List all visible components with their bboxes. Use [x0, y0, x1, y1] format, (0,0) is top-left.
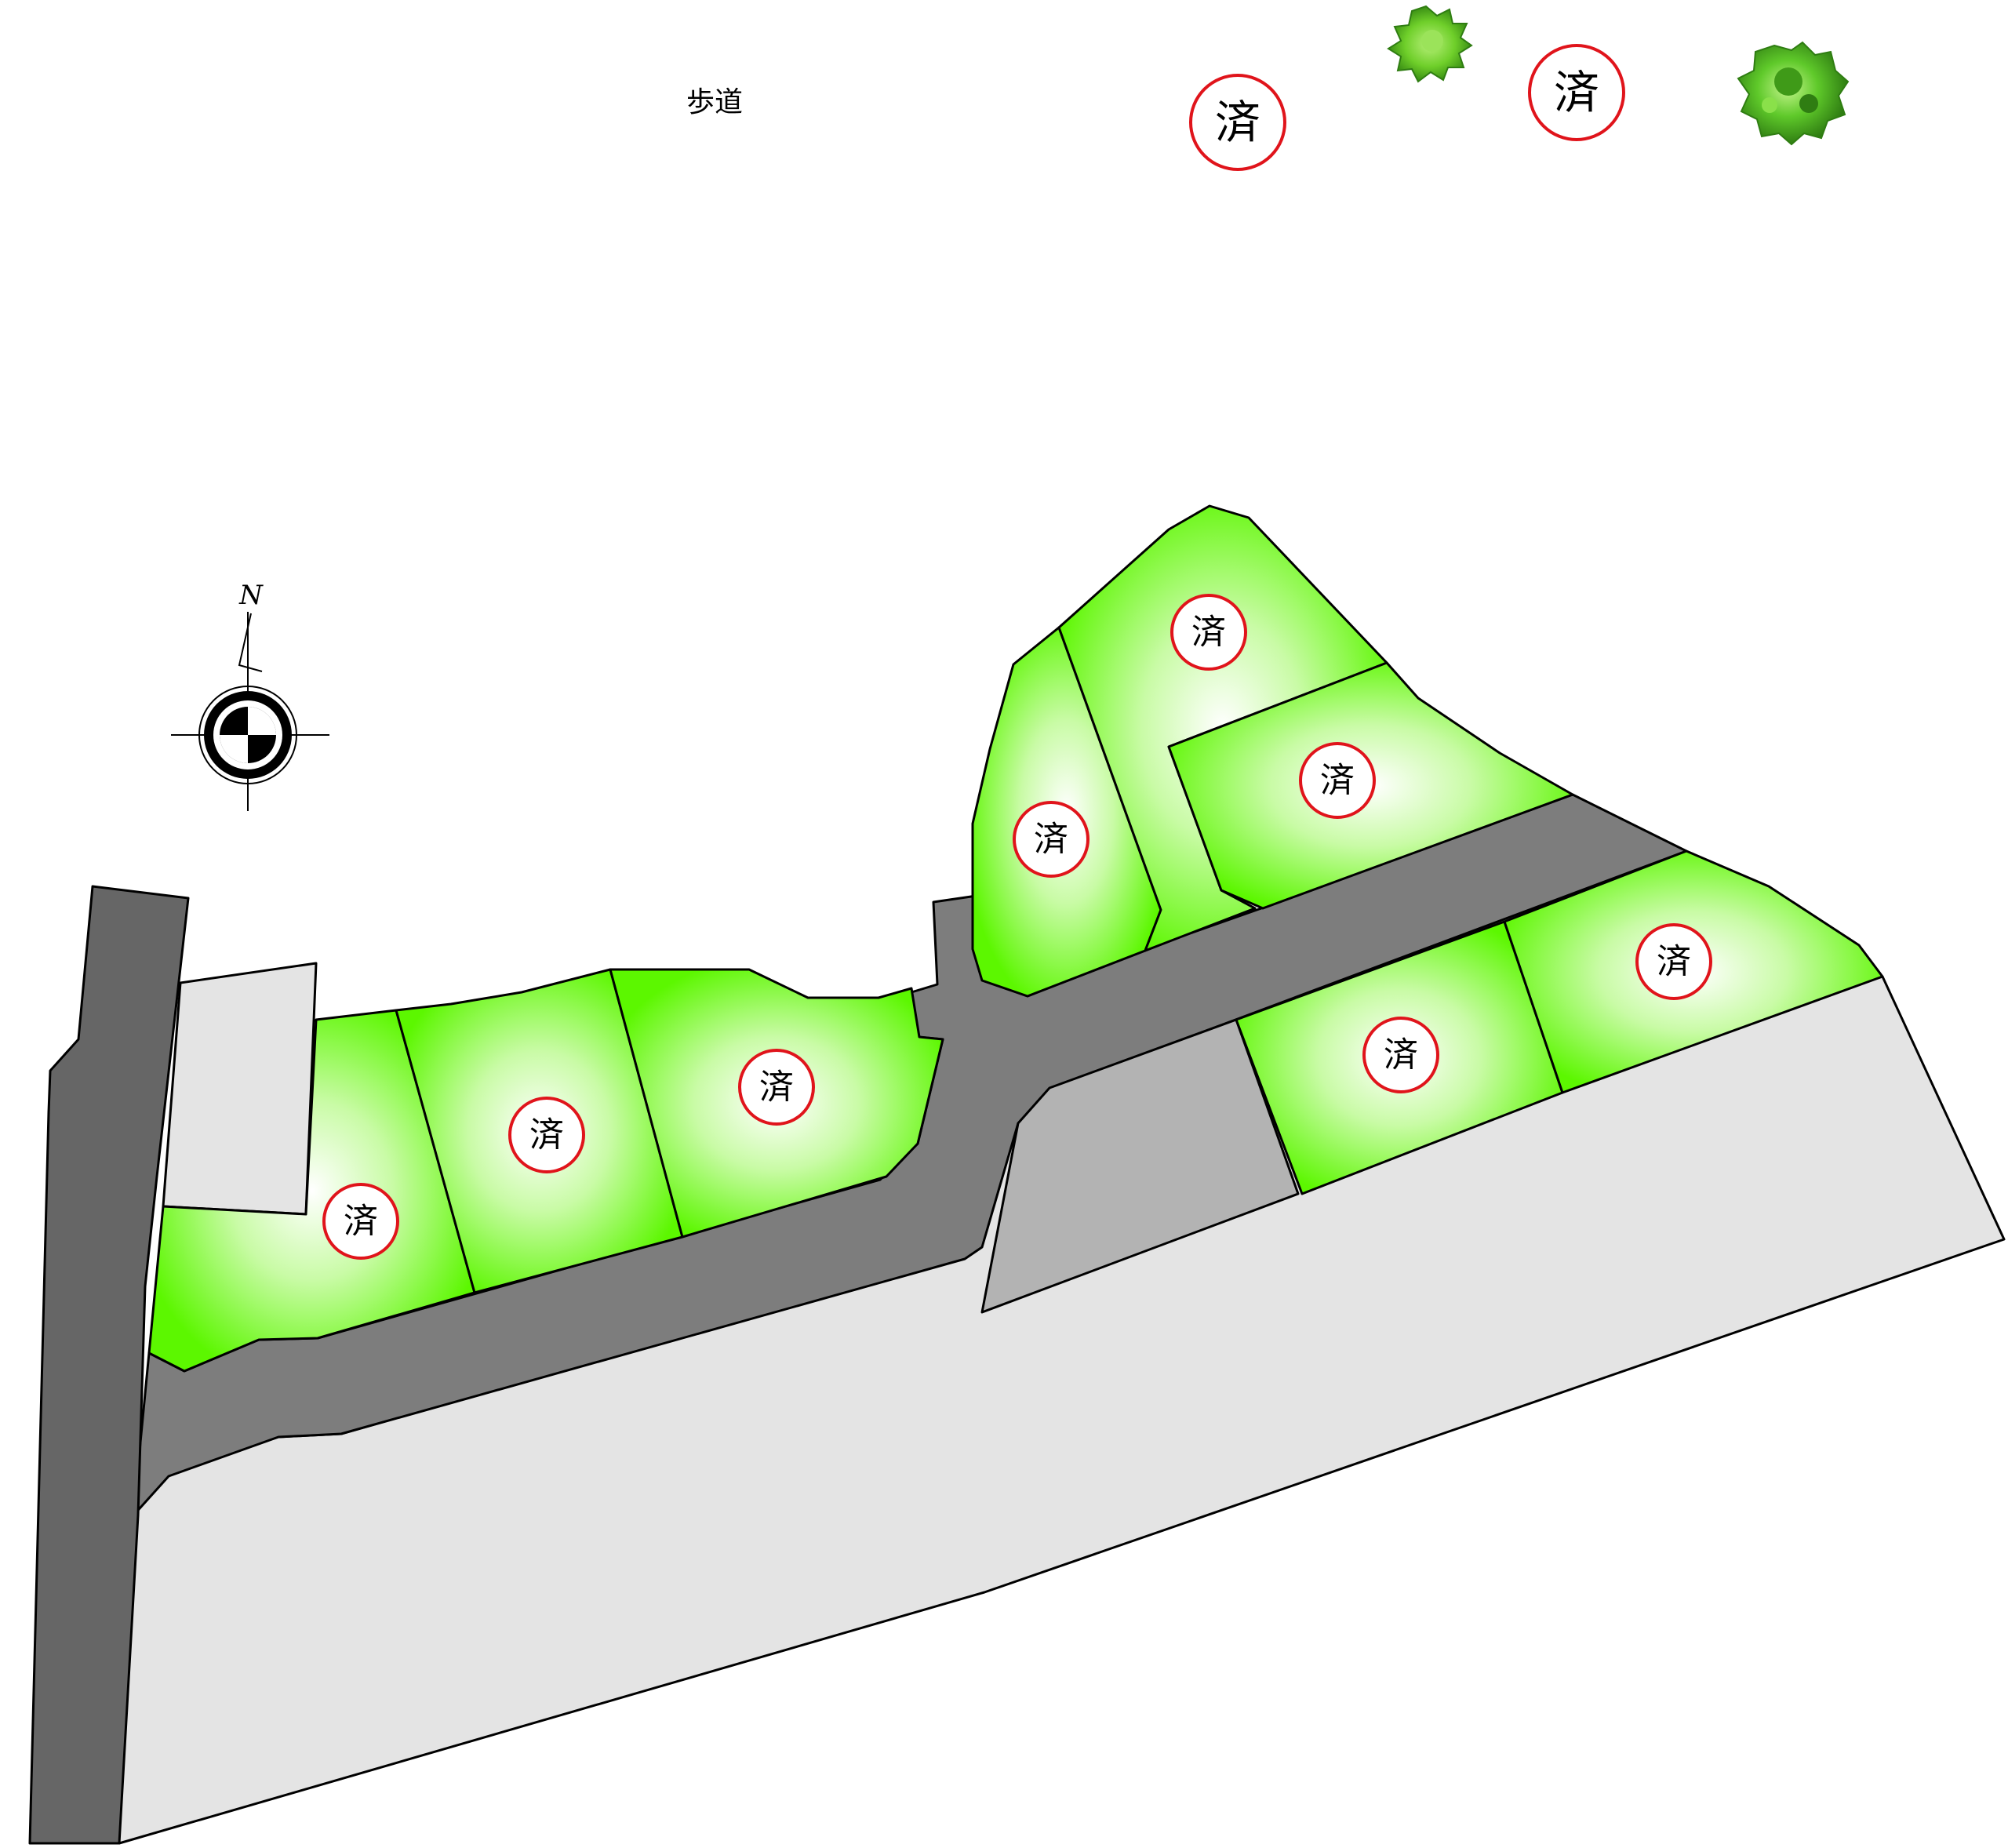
- sold-mark: 済: [1299, 742, 1376, 819]
- svg-text:済: 済: [1215, 96, 1260, 149]
- svg-text:済: 済: [1384, 1035, 1418, 1075]
- frontage-road: [28, 885, 190, 1845]
- svg-text:済: 済: [344, 1202, 378, 1242]
- tree-icon: [1387, 5, 1473, 83]
- sold-mark: 済: [322, 1183, 399, 1260]
- sold-mark: 済: [1170, 594, 1247, 671]
- legend-sold-mark: 済: [1528, 44, 1625, 141]
- legend-sold-mark: 済: [1189, 74, 1286, 171]
- street-label: 歩道: [686, 86, 743, 118]
- svg-text:済: 済: [1191, 613, 1226, 653]
- svg-text:済: 済: [759, 1068, 794, 1108]
- corner-parcel: [162, 962, 318, 1216]
- svg-text:済: 済: [1320, 761, 1355, 801]
- svg-text:済: 済: [1554, 66, 1599, 119]
- sold-mark: 済: [738, 1049, 815, 1126]
- svg-text:済: 済: [1657, 942, 1691, 982]
- compass-north-label: N: [238, 580, 264, 611]
- tree-icon: [1737, 41, 1850, 146]
- sold-mark: 済: [1635, 923, 1712, 1000]
- svg-text:済: 済: [529, 1115, 564, 1155]
- remainder-parcel: [980, 1018, 1300, 1314]
- sold-mark: 済: [1013, 801, 1089, 878]
- sold-mark: 済: [508, 1097, 585, 1173]
- sold-mark: 済: [1362, 1017, 1439, 1093]
- svg-text:済: 済: [1034, 820, 1068, 860]
- north-compass: N: [171, 580, 329, 811]
